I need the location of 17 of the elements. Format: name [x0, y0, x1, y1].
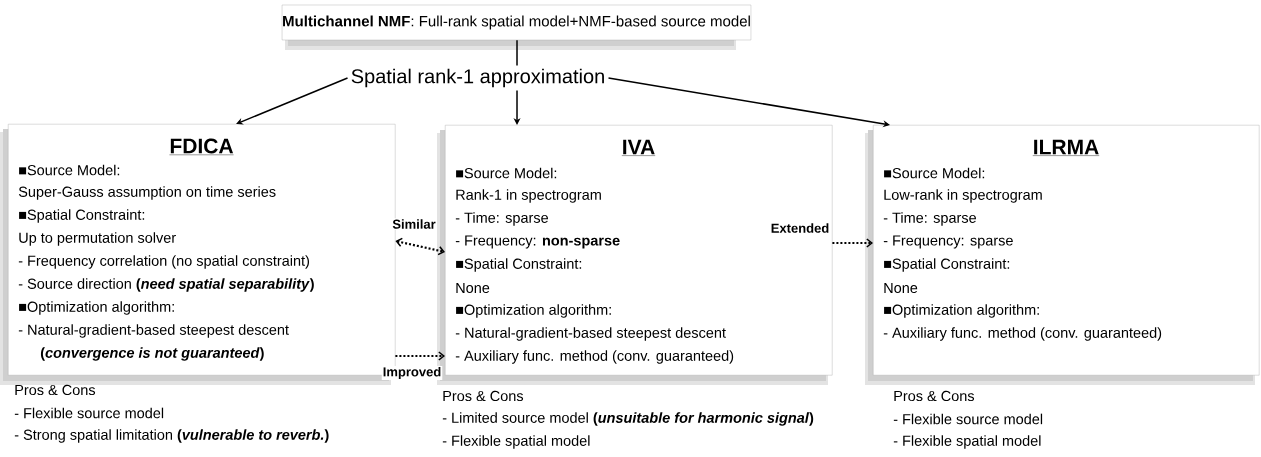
arrow [832, 238, 873, 248]
arrow [395, 351, 445, 361]
pros-cons-text: Pros & Cons [443, 390, 524, 402]
pros-cons-text: - Limited source model (unsuitable for harmonic signal) [442, 412, 814, 426]
pros-cons-text: - Flexible spatial model [442, 435, 590, 449]
arrow [236, 77, 349, 125]
arrow [395, 237, 445, 256]
pros-cons-text: Pros & Cons [894, 390, 975, 402]
edge-label: Similar [391, 218, 437, 230]
pros-cons-text: - Flexible source model [893, 413, 1043, 425]
pros-cons-text: Pros & Cons [15, 384, 96, 396]
approximation-label: Spatial rank-1 approximation [351, 68, 604, 88]
pros-cons-text: - Flexible source model [14, 407, 164, 419]
model-box: Multichannel NMF: Full-rank spatial model+NMF-based source model [281, 4, 752, 50]
pros-cons-text: - Strong spatial limitation (vulnerable to reverb.) [14, 429, 329, 443]
edge-label: Improved [381, 365, 443, 381]
pros-cons-text: - Flexible spatial model [893, 435, 1041, 449]
